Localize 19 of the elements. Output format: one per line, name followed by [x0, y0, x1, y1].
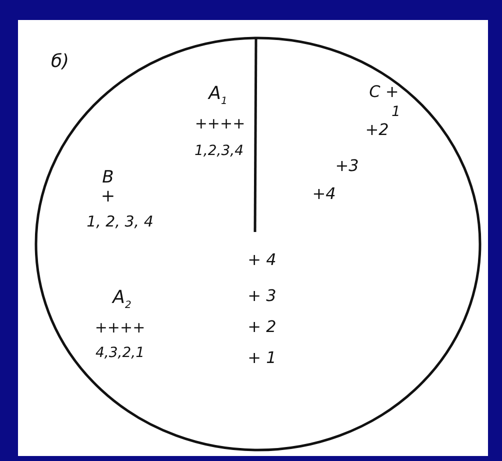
well-mark: + 3 — [248, 288, 276, 304]
well-numbers: 1, 2, 3, 4 — [86, 214, 154, 230]
well-mark: + — [100, 188, 116, 206]
well-marks: ++++ — [94, 320, 146, 336]
well-mark: +3 — [335, 158, 359, 174]
well-mark: +2 — [365, 122, 389, 138]
well-number: 1 — [392, 105, 400, 119]
well-mark: +4 — [312, 186, 336, 202]
well-mark: + 1 — [248, 350, 276, 366]
well-numbers: 1,2,3,4 — [194, 144, 244, 158]
panel-label: б) — [50, 53, 70, 71]
well-mark: + 4 — [248, 252, 276, 268]
well-marks: ++++ — [194, 116, 246, 132]
antigen-label: B — [102, 170, 114, 186]
well-mark: + 2 — [248, 319, 276, 335]
antigen-label: A$_{1}$ — [208, 85, 228, 107]
antigen-label: A$_{2}$ — [112, 289, 132, 311]
well-numbers: 4,3,2,1 — [96, 346, 144, 360]
antigen-label: C + — [369, 84, 399, 100]
